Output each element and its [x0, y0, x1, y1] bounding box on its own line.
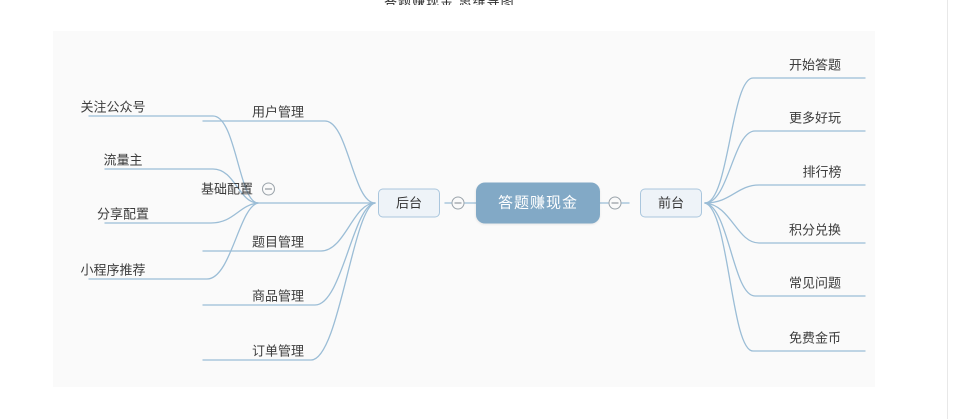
- leaf-question-management[interactable]: 题目管理: [251, 234, 305, 250]
- branch-backend[interactable]: 后台: [377, 188, 441, 218]
- minus-icon: [611, 202, 619, 204]
- leaf-share-config[interactable]: 分享配置: [96, 206, 150, 222]
- leaf-points-exchange[interactable]: 积分兑换: [788, 222, 842, 238]
- branch-basic-config[interactable]: 基础配置: [200, 181, 276, 197]
- branch-basic-config-label: 基础配置: [200, 181, 254, 197]
- leaf-miniprogram-recommend[interactable]: 小程序推荐: [80, 262, 146, 278]
- leaf-user-management[interactable]: 用户管理: [251, 104, 305, 120]
- minus-icon: [265, 188, 273, 190]
- leaf-faq[interactable]: 常见问题: [788, 275, 842, 291]
- collapse-toggle-backend[interactable]: [451, 196, 465, 210]
- collapse-toggle-frontend[interactable]: [608, 196, 622, 210]
- panel-divider: [947, 0, 948, 419]
- minus-icon: [454, 202, 462, 204]
- leaf-more-fun[interactable]: 更多好玩: [788, 110, 842, 126]
- leaf-follow-official-account[interactable]: 关注公众号: [80, 99, 146, 115]
- clipped-header-text: 答题赚现金 思维导图: [384, 0, 614, 5]
- leaf-free-coins[interactable]: 免费金币: [788, 330, 842, 346]
- leaf-traffic-owner[interactable]: 流量主: [103, 152, 143, 168]
- connector-layer: [88, 77, 866, 361]
- branch-frontend[interactable]: 前台: [639, 188, 703, 218]
- root-node[interactable]: 答题赚现金: [475, 182, 601, 224]
- leaf-leaderboard[interactable]: 排行榜: [802, 164, 842, 180]
- mindmap-canvas[interactable]: 关注公众号 流量主 分享配置 小程序推荐 基础配置 用户管理 题目管理 商品管理…: [53, 31, 875, 387]
- leaf-product-management[interactable]: 商品管理: [251, 288, 305, 304]
- collapse-toggle-basic-config[interactable]: [262, 182, 276, 196]
- leaf-order-management[interactable]: 订单管理: [251, 343, 305, 359]
- leaf-start-quiz[interactable]: 开始答题: [788, 57, 842, 73]
